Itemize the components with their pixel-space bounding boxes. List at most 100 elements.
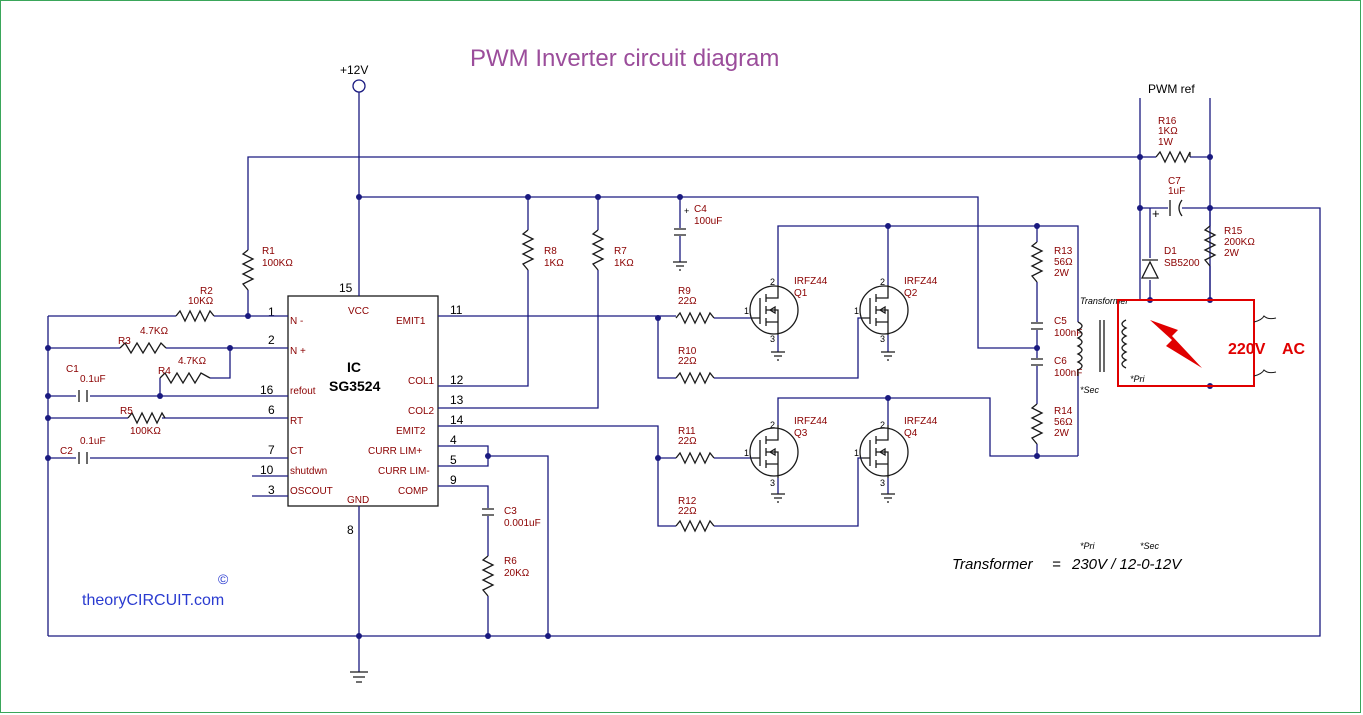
pin-name-ct: CT: [290, 446, 303, 457]
svg-text:R11: R11: [678, 426, 696, 437]
svg-text:C6: C6: [1054, 356, 1067, 367]
ic-part: SG3524: [329, 378, 381, 394]
svg-text:4.7KΩ: 4.7KΩ: [178, 356, 207, 367]
mosfet-q2: 1 2 3 IRFZ44 Q2: [854, 276, 938, 344]
svg-text:1: 1: [744, 306, 749, 316]
svg-text:R9: R9: [678, 286, 691, 297]
svg-text:3: 3: [770, 478, 775, 488]
svg-text:3: 3: [880, 334, 885, 344]
svg-text:C5: C5: [1054, 316, 1067, 327]
pin-num-11: 11: [450, 303, 463, 317]
resistor-r14: R14 56Ω 2W: [1030, 403, 1073, 445]
svg-text:R8: R8: [544, 246, 557, 257]
svg-text:22Ω: 22Ω: [678, 296, 697, 307]
pin-num-10: 10: [260, 463, 274, 477]
capacitor-c4: + C4 100uF: [674, 204, 722, 236]
svg-text:56Ω: 56Ω: [1054, 417, 1073, 428]
resistor-r16: R16 1KΩ 1W: [1140, 116, 1191, 164]
svg-text:0.1uF: 0.1uF: [80, 436, 106, 447]
svg-text:theoryCIRCUIT.com: theoryCIRCUIT.com: [82, 592, 224, 609]
svg-text:R13: R13: [1054, 246, 1073, 257]
pin-num-5: 5: [450, 453, 457, 467]
pin-num-13: 13: [450, 393, 464, 407]
svg-text:Q4: Q4: [904, 428, 918, 439]
mosfet-q3: 1 2 3 IRFZ44 Q3: [744, 416, 828, 488]
resistor-r1: R1 100KΩ: [241, 246, 293, 291]
svg-text:*Pri: *Pri: [1080, 541, 1096, 551]
capacitor-c7: + C7 1uF: [1152, 176, 1185, 221]
svg-text:100KΩ: 100KΩ: [130, 426, 161, 437]
resistor-r9: R9 22Ω: [675, 286, 715, 325]
svg-text:=: =: [1052, 556, 1061, 573]
resistor-r8: R8 1KΩ: [521, 229, 564, 271]
resistor-r10: R10 22Ω: [675, 346, 715, 385]
pin-name-rt: RT: [290, 416, 303, 427]
resistor-r15: R15 200KΩ 2W: [1203, 225, 1255, 267]
pin-name-curr-lim-plus: CURR LIM+: [368, 446, 422, 457]
lightning-icon: [1150, 320, 1202, 368]
svg-text:2: 2: [880, 420, 885, 430]
pin-num-12: 12: [450, 373, 464, 387]
svg-text:2: 2: [770, 277, 775, 287]
svg-text:R4: R4: [158, 366, 171, 377]
svg-text:IRFZ44: IRFZ44: [904, 416, 938, 427]
svg-text:1KΩ: 1KΩ: [614, 258, 634, 269]
svg-text:22Ω: 22Ω: [678, 436, 697, 447]
capacitor-c2: C2 0.1uF: [60, 436, 106, 464]
svg-text:22Ω: 22Ω: [678, 506, 697, 517]
svg-text:3: 3: [770, 334, 775, 344]
svg-text:C7: C7: [1168, 176, 1181, 187]
pin-name-n-minus: N -: [290, 316, 303, 327]
pin-num-8: 8: [347, 523, 354, 537]
pin-num-15: 15: [339, 281, 353, 295]
transformer-formula: *Pri *Sec Transformer = 230V / 12-0-12V: [952, 541, 1183, 573]
mosfet-q1: 1 2 3 IRFZ44 Q1: [744, 276, 828, 344]
svg-text:C1: C1: [66, 364, 79, 375]
svg-text:100uF: 100uF: [694, 216, 722, 227]
svg-text:Transformer: Transformer: [952, 556, 1034, 573]
capacitor-c6: C6 100nF: [1031, 356, 1082, 379]
svg-text:IRFZ44: IRFZ44: [904, 276, 938, 287]
capacitor-c3: C3 0.001uF: [482, 506, 541, 529]
pin-name-comp: COMP: [398, 486, 428, 497]
svg-text:R16: R16: [1158, 116, 1177, 127]
svg-text:100nF: 100nF: [1054, 368, 1082, 379]
svg-text:©: ©: [218, 571, 229, 587]
svg-text:100KΩ: 100KΩ: [262, 258, 293, 269]
svg-text:1uF: 1uF: [1168, 186, 1185, 197]
resistor-r7: R7 1KΩ: [591, 229, 634, 271]
capacitor-c5: C5 100nF: [1031, 316, 1082, 339]
svg-text:R14: R14: [1054, 406, 1073, 417]
pin-name-curr-lim-minus: CURR LIM-: [378, 466, 430, 477]
svg-text:1: 1: [854, 448, 859, 458]
pin-name-gnd: GND: [347, 495, 369, 506]
svg-text:2W: 2W: [1054, 428, 1070, 439]
brand-watermark: © theoryCIRCUIT.com: [82, 571, 229, 609]
svg-text:IRFZ44: IRFZ44: [794, 416, 828, 427]
svg-text:C2: C2: [60, 446, 73, 457]
svg-text:0.1uF: 0.1uF: [80, 374, 106, 385]
svg-text:R7: R7: [614, 246, 627, 257]
pin-name-emit2: EMIT2: [396, 426, 426, 437]
svg-text:2W: 2W: [1054, 268, 1070, 279]
pin-num-1: 1: [268, 305, 275, 319]
svg-text:2: 2: [770, 420, 775, 430]
svg-text:230V / 12-0-12V: 230V / 12-0-12V: [1071, 556, 1183, 573]
ic-sg3524: [287, 295, 439, 507]
svg-text:1W: 1W: [1158, 137, 1174, 148]
resistor-r12: R12 22Ω: [675, 496, 715, 533]
svg-text:*Sec: *Sec: [1140, 541, 1160, 551]
pin-num-16: 16: [260, 383, 274, 397]
svg-text:0.001uF: 0.001uF: [504, 518, 541, 529]
pin-num-3: 3: [268, 483, 275, 497]
pin-name-n-plus: N +: [290, 346, 306, 357]
svg-text:22Ω: 22Ω: [678, 356, 697, 367]
ac-output-box: 220V AC: [1117, 299, 1306, 387]
svg-text:SB5200: SB5200: [1164, 258, 1200, 269]
svg-text:2: 2: [880, 277, 885, 287]
pin-num-9: 9: [450, 473, 457, 487]
svg-text:1KΩ: 1KΩ: [1158, 126, 1178, 137]
transformer-pri: *Pri: [1130, 374, 1146, 384]
resistor-r6: R6 20KΩ: [481, 555, 530, 597]
